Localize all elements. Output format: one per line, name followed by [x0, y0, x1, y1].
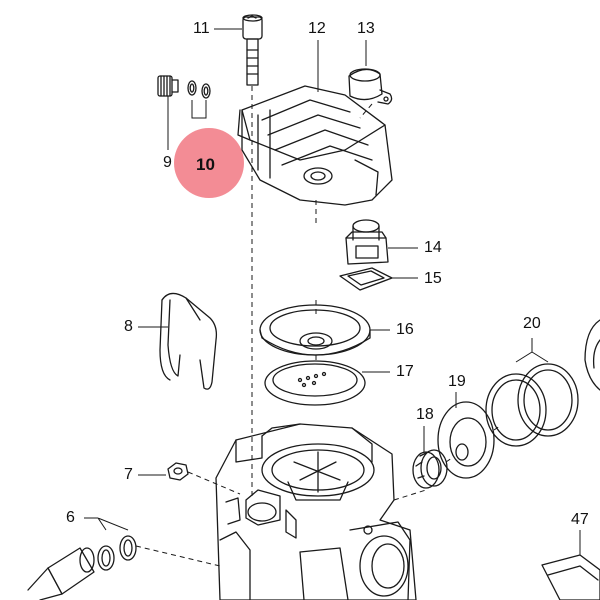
part-17-plate	[264, 360, 366, 406]
fitting-bottom-left	[27, 547, 95, 600]
part-18-bearing	[412, 449, 448, 489]
callout-7: 7	[124, 466, 133, 483]
callout-15: 15	[424, 270, 442, 287]
callout-20: 20	[523, 315, 541, 332]
part-47-crank	[541, 554, 600, 600]
callout-17: 17	[396, 363, 414, 380]
callout-6: 6	[66, 509, 75, 526]
leader-6	[84, 517, 129, 531]
part-13-cap	[348, 68, 393, 105]
part-16-diaphragm	[259, 304, 371, 356]
part-12-cylinder-head	[237, 85, 393, 206]
pump-body	[215, 423, 417, 600]
part-10-washers	[187, 80, 211, 99]
part-7-nut	[167, 462, 189, 481]
callout-8: 8	[124, 318, 133, 335]
highlight-circle	[174, 128, 244, 198]
part-15-gasket	[339, 267, 393, 291]
part-right-edge	[584, 319, 600, 391]
leader-20	[515, 338, 549, 363]
part-9-screw	[157, 75, 179, 97]
dash-right-axis	[393, 425, 501, 501]
callout-11: 11	[193, 20, 210, 37]
callout-10: 10	[196, 155, 215, 174]
part-8-wire-clip	[159, 292, 218, 390]
callout-14: 14	[424, 239, 442, 256]
callout-12: 12	[308, 20, 326, 37]
callout-9: 9	[163, 154, 172, 171]
leader-10	[191, 100, 207, 119]
callout-19: 19	[448, 373, 466, 390]
part-14-valve	[345, 219, 389, 265]
dash-head-to-cap	[359, 103, 373, 119]
callout-16: 16	[396, 321, 414, 338]
callout-47: 47	[571, 511, 589, 528]
dash-left-fitting	[135, 545, 221, 567]
callout-18: 18	[416, 406, 434, 423]
part-11-bolt	[242, 14, 263, 86]
part-19-seal	[437, 401, 495, 479]
part-20-rings	[485, 363, 579, 447]
callout-13: 13	[357, 20, 375, 37]
dash-nut	[187, 471, 241, 495]
part-6-orings	[97, 535, 137, 571]
